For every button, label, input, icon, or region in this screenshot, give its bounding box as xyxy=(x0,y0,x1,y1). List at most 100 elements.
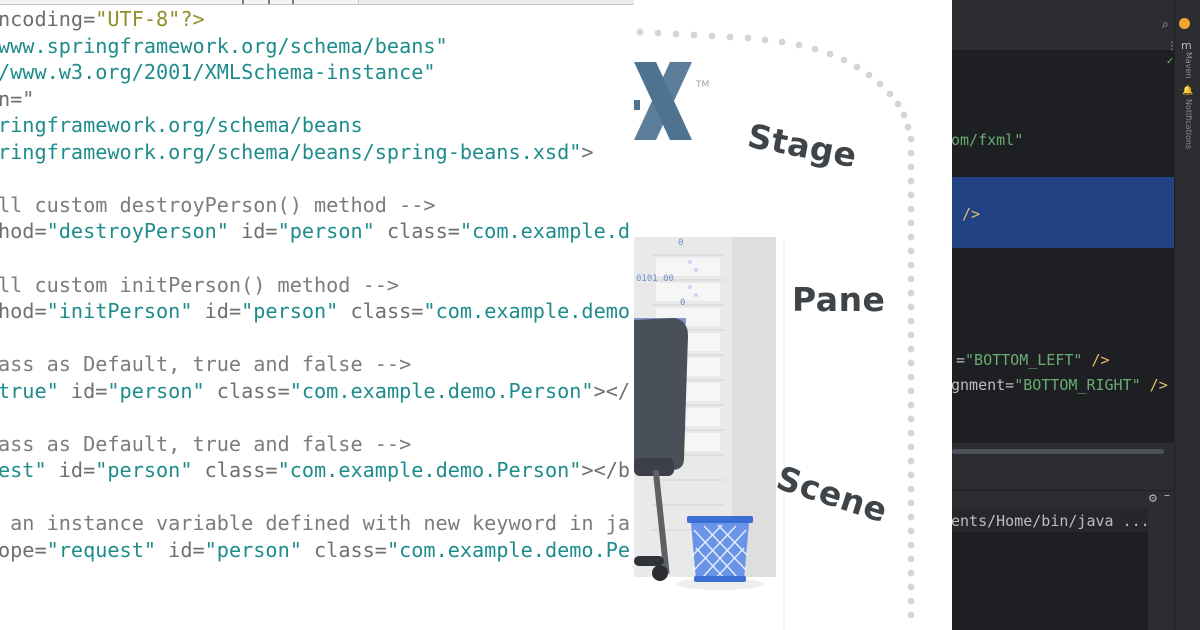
code-token: ope= xyxy=(0,538,47,562)
notifications-tool-label[interactable]: Notifications xyxy=(1184,99,1193,150)
code-token: n=" xyxy=(0,86,35,111)
code-line: ringframework.org/schema/beans xyxy=(0,112,363,138)
tab-divider xyxy=(292,0,294,4)
code-line: an instance variable defined with new ke… xyxy=(0,510,630,536)
code-token: est" xyxy=(0,458,47,483)
code-token: id= xyxy=(156,538,205,562)
code-token: ncoding= xyxy=(0,7,96,31)
code-line: ope="request" id="person" class="com.exa… xyxy=(0,537,630,563)
code-line: true" id="person" class="com.example.dem… xyxy=(0,378,630,404)
code-token: "com.example.demo.Pe xyxy=(386,538,631,562)
selected-lines xyxy=(952,177,1174,248)
ide-panel[interactable]: om/fxml" /> ="BOTTOM_LEFT" /> gnment="BO… xyxy=(952,0,1200,630)
code-token: "UTF-8" xyxy=(95,7,181,31)
code-line: www.springframework.org/schema/beans" xyxy=(0,33,448,59)
code-token: "BOTTOM_LEFT" xyxy=(965,351,1083,369)
illustration-art xyxy=(634,28,915,630)
code-line: hod="initPerson" id="person" class="com.… xyxy=(0,298,630,324)
code-token: "person" xyxy=(277,219,375,244)
settings-icon[interactable]: ⚙ xyxy=(1148,492,1158,505)
editor-tab-strip xyxy=(0,0,634,5)
code-token: id= xyxy=(58,378,108,403)
code-token: > xyxy=(581,139,594,164)
code-token: gnment= xyxy=(952,376,1015,394)
label-pane: Pane xyxy=(792,280,886,319)
code-line: ass as Default, true and false --> xyxy=(0,431,411,457)
code-token: "initPerson" xyxy=(46,299,193,324)
code-token: "com.example.demo.Person" xyxy=(289,378,594,403)
code-token: ll custom destroyPerson() method --> xyxy=(0,192,436,217)
javafx-logo-fragment xyxy=(634,62,692,140)
code-token: ass as Default, true and false --> xyxy=(0,352,412,377)
code-token: class= xyxy=(338,299,424,324)
code-token: "destroyPerson" xyxy=(46,219,229,244)
scrollbar-thumb[interactable] xyxy=(952,449,1164,454)
code-token: ringframework.org/schema/beans xyxy=(0,113,363,138)
code-token: /> xyxy=(1140,376,1168,394)
editor-horizontal-scrollbar[interactable] xyxy=(952,443,1174,459)
code-token: class= xyxy=(374,219,460,244)
code-token: class= xyxy=(204,378,290,403)
check-icon: ✓ xyxy=(1166,56,1175,67)
ide-right-tool-strip xyxy=(1174,0,1200,630)
search-icon[interactable]: ⌕ xyxy=(1162,17,1169,31)
run-console[interactable] xyxy=(952,508,1174,630)
dotted-arc xyxy=(636,28,915,619)
code-fxml-namespace: om/fxml" xyxy=(952,131,1024,149)
run-console-gutter xyxy=(1148,508,1174,630)
chair xyxy=(634,318,688,581)
code-line: ll custom initPerson() method --> xyxy=(0,272,399,298)
editor-tab[interactable] xyxy=(358,0,634,5)
code-token: = xyxy=(956,351,966,369)
code-token: /> xyxy=(1082,351,1110,369)
rack-binary-text: 0 xyxy=(678,238,684,248)
code-line: ass as Default, true and false --> xyxy=(0,351,411,377)
xml-editor-panel[interactable]: ncoding="UTF-8"?>www.springframework.org… xyxy=(0,0,634,630)
code-line: est" id="person" class="com.example.demo… xyxy=(0,457,630,483)
code-token: hod= xyxy=(0,219,47,244)
code-token: ></ xyxy=(593,378,631,403)
code-line: ll custom destroyPerson() method --> xyxy=(0,192,436,218)
code-token: "BOTTOM_RIGHT" xyxy=(1014,376,1141,394)
code-token: "com.example.d xyxy=(459,219,631,244)
javafx-illustration: TM 0 0101 00 0 Stage Pane Scene xyxy=(634,0,952,630)
tab-divider xyxy=(242,0,244,4)
code-bottom-left-line: ="BOTTOM_LEFT" /> xyxy=(956,351,1110,369)
rack-binary-text: 0101 00 xyxy=(636,274,674,284)
maven-icon[interactable]: m xyxy=(1181,39,1192,52)
editor-tab[interactable] xyxy=(0,0,358,5)
code-token: an instance variable defined with new ke… xyxy=(0,511,631,536)
bell-icon[interactable]: 🔔 xyxy=(1182,86,1194,96)
code-token: "com.example.demo xyxy=(423,299,631,324)
code-token: "person" xyxy=(95,458,193,483)
code-token: /www.w3.org/2001/XMLSchema-instance" xyxy=(0,60,436,85)
code-token: "person" xyxy=(204,538,302,562)
code-line: n=" xyxy=(0,86,34,112)
code-line: ncoding="UTF-8"?> xyxy=(0,6,205,32)
code-token: hod= xyxy=(0,299,47,324)
trash-bin xyxy=(676,516,764,590)
code-token: class= xyxy=(301,538,387,562)
code-selected-close: /> xyxy=(962,205,981,223)
ide-toolbar xyxy=(952,0,1200,51)
minimize-icon[interactable]: – xyxy=(1164,488,1170,502)
trademark-mark: TM xyxy=(696,80,710,90)
run-panel-header xyxy=(952,490,1174,509)
run-java-path: ents/Home/bin/java ... xyxy=(952,512,1150,530)
code-token: id= xyxy=(228,219,278,244)
code-token: www.springframework.org/schema/beans" xyxy=(0,33,448,58)
code-token: "request" xyxy=(46,538,157,562)
code-token: ll custom initPerson() method --> xyxy=(0,272,400,297)
more-icon[interactable]: ⋮ xyxy=(1167,41,1177,52)
code-token: class= xyxy=(192,458,278,483)
code-token: ?> xyxy=(180,7,205,31)
code-token: id= xyxy=(192,299,242,324)
code-token: "com.example.demo.Person" xyxy=(277,458,582,483)
code-token: ></b xyxy=(581,458,631,483)
maven-tool-label[interactable]: Maven xyxy=(1184,52,1193,79)
run-command-line xyxy=(952,508,1148,532)
code-line: ringframework.org/schema/beans/spring-be… xyxy=(0,139,594,165)
code-token: "person" xyxy=(107,378,205,403)
update-icon[interactable] xyxy=(1179,18,1190,29)
code-line: /www.w3.org/2001/XMLSchema-instance" xyxy=(0,59,436,85)
